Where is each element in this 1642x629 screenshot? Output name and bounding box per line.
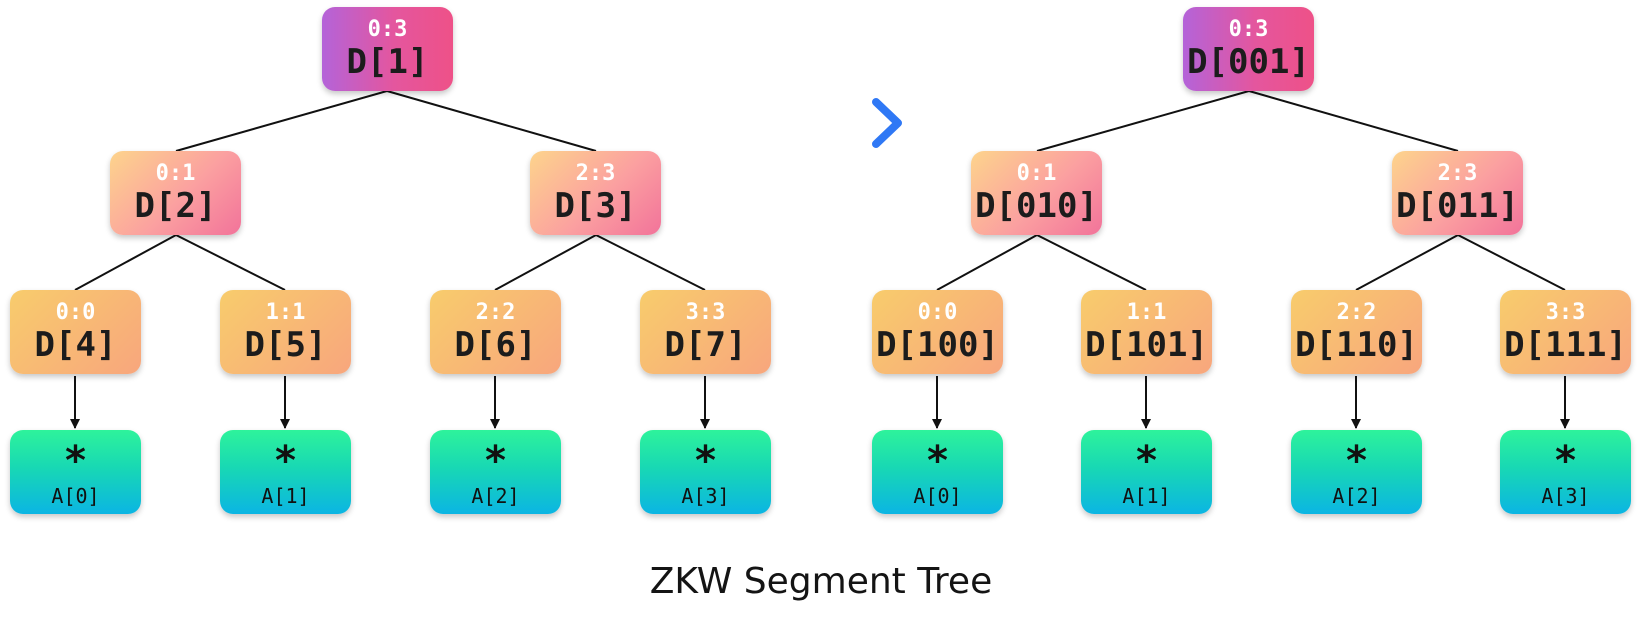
- leaf-label: A[0]: [913, 484, 962, 508]
- leaf-label: A[3]: [1541, 484, 1590, 508]
- left-node-d2: 0:1 D[2]: [110, 151, 241, 235]
- node-label: D[101]: [1085, 324, 1208, 365]
- right-node-d010: 0:1 D[010]: [971, 151, 1102, 235]
- left-root-node: 0:3 D[1]: [322, 7, 453, 91]
- node-range: 0:3: [1228, 16, 1269, 42]
- left-leaf-a1: * A[1]: [220, 430, 351, 514]
- right-node-d111: 3:3 D[111]: [1500, 290, 1631, 374]
- right-tree-edge: [1457, 234, 1566, 291]
- arrow-right-icon: [762, 98, 902, 148]
- node-range: 0:1: [1016, 160, 1057, 186]
- node-label: D[2]: [134, 185, 217, 226]
- leaf-symbol: *: [273, 438, 298, 484]
- node-label: D[3]: [554, 185, 637, 226]
- node-label: D[5]: [244, 324, 327, 365]
- right-leaf-a1: * A[1]: [1081, 430, 1212, 514]
- node-label: D[010]: [975, 185, 1098, 226]
- left-leaf-a0: * A[0]: [10, 430, 141, 514]
- right-leaf-a3: * A[3]: [1500, 430, 1631, 514]
- leaf-label: A[1]: [1122, 484, 1171, 508]
- right-tree-edge: [1355, 234, 1459, 291]
- node-label: D[001]: [1187, 41, 1310, 82]
- node-range: 0:1: [155, 160, 196, 186]
- node-label: D[6]: [454, 324, 537, 365]
- leaf-symbol: *: [1553, 438, 1578, 484]
- leaf-symbol: *: [693, 438, 718, 484]
- left-leaf-a2: * A[2]: [430, 430, 561, 514]
- node-range: 3:3: [1545, 299, 1586, 325]
- node-range: 0:0: [55, 299, 96, 325]
- node-label: D[4]: [34, 324, 117, 365]
- right-tree-edge: [1036, 234, 1147, 291]
- leaf-symbol: *: [1344, 438, 1369, 484]
- leaf-label: A[0]: [51, 484, 100, 508]
- node-range: 3:3: [685, 299, 726, 325]
- left-node-d6: 2:2 D[6]: [430, 290, 561, 374]
- right-node-d110: 2:2 D[110]: [1291, 290, 1422, 374]
- node-label: D[111]: [1504, 324, 1627, 365]
- node-range: 2:2: [475, 299, 516, 325]
- right-tree-edge: [936, 234, 1038, 291]
- left-tree-edge: [595, 234, 706, 291]
- leaf-label: A[2]: [471, 484, 520, 508]
- left-tree-edge: [386, 90, 597, 152]
- node-label: D[100]: [876, 324, 999, 365]
- node-range: 2:3: [1437, 160, 1478, 186]
- node-range: 2:3: [575, 160, 616, 186]
- left-node-d3: 2:3 D[3]: [530, 151, 661, 235]
- left-tree-edge: [175, 90, 388, 152]
- left-tree-edge: [494, 234, 597, 291]
- right-tree-edge: [1248, 90, 1459, 152]
- right-node-d100: 0:0 D[100]: [872, 290, 1003, 374]
- node-range: 1:1: [1126, 299, 1167, 325]
- leaf-symbol: *: [483, 438, 508, 484]
- node-range: 1:1: [265, 299, 306, 325]
- leaf-symbol: *: [925, 438, 950, 484]
- left-node-d7: 3:3 D[7]: [640, 290, 771, 374]
- right-node-d011: 2:3 D[011]: [1392, 151, 1523, 235]
- left-tree-edge: [175, 234, 286, 291]
- node-range: 0:3: [367, 16, 408, 42]
- leaf-label: A[3]: [681, 484, 730, 508]
- node-label: D[7]: [664, 324, 747, 365]
- right-node-d101: 1:1 D[101]: [1081, 290, 1212, 374]
- node-label: D[110]: [1295, 324, 1418, 365]
- node-range: 0:0: [917, 299, 958, 325]
- leaf-symbol: *: [63, 438, 88, 484]
- leaf-label: A[1]: [261, 484, 310, 508]
- leaf-symbol: *: [1134, 438, 1159, 484]
- left-node-d5: 1:1 D[5]: [220, 290, 351, 374]
- right-leaf-a2: * A[2]: [1291, 430, 1422, 514]
- right-root-node: 0:3 D[001]: [1183, 7, 1314, 91]
- left-leaf-a3: * A[3]: [640, 430, 771, 514]
- right-leaf-a0: * A[0]: [872, 430, 1003, 514]
- node-label: D[011]: [1396, 185, 1519, 226]
- node-range: 2:2: [1336, 299, 1377, 325]
- left-tree-edge: [74, 234, 177, 291]
- leaf-label: A[2]: [1332, 484, 1381, 508]
- diagram-caption: ZKW Segment Tree: [649, 561, 993, 602]
- node-label: D[1]: [346, 41, 429, 82]
- right-tree-edge: [1036, 90, 1250, 152]
- left-node-d4: 0:0 D[4]: [10, 290, 141, 374]
